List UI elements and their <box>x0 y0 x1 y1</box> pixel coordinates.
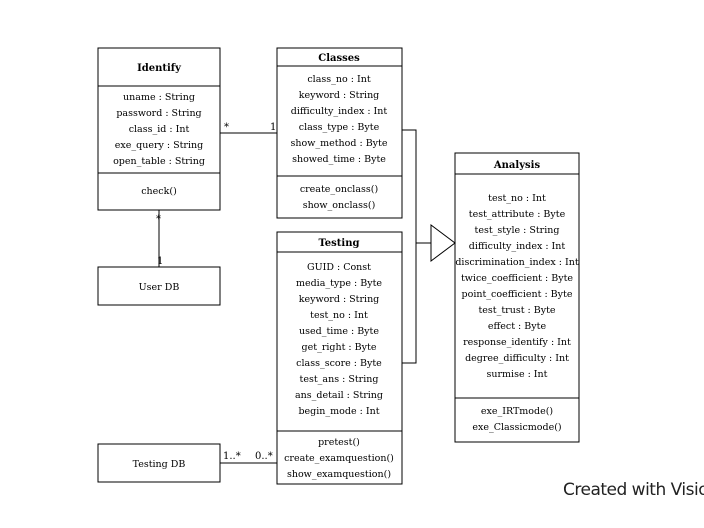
attribute: class_type : Byte <box>299 122 380 133</box>
attribute: degree_difficulty : Int <box>465 353 569 364</box>
attribute: twice_coefficient : Byte <box>461 273 573 284</box>
visio-watermark: Created with Visio <box>563 480 704 500</box>
attribute: point_coefficient : Byte <box>462 289 573 300</box>
user-db-label: User DB <box>139 282 180 293</box>
multiplicity-label: 1 <box>270 122 276 133</box>
class-identify: Identify uname : String password : Strin… <box>97 47 221 211</box>
class-identify-name: Identify <box>137 63 182 74</box>
class-testing-attributes: GUID : Const media_type : Byte keyword :… <box>295 262 383 417</box>
association-identify-userdb: * 1 <box>156 210 163 267</box>
attribute: uname : String <box>123 92 195 103</box>
attribute: keyword : String <box>299 90 380 101</box>
attribute: GUID : Const <box>307 262 371 273</box>
class-testing-name: Testing <box>319 238 360 249</box>
method: create_onclass() <box>300 184 378 195</box>
attribute: media_type : Byte <box>296 278 382 289</box>
attribute: test_ans : String <box>300 374 379 385</box>
attribute: showed_time : Byte <box>292 154 386 165</box>
method: show_examquestion() <box>287 469 391 480</box>
testing-db-box <box>97 443 221 483</box>
multiplicity-label: 1..* <box>223 451 241 462</box>
attribute: surmise : Int <box>486 369 547 380</box>
attribute: class_no : Int <box>307 74 370 85</box>
class-analysis-name: Analysis <box>493 160 541 171</box>
attribute: used_time : Byte <box>299 326 379 337</box>
multiplicity-label: 0..* <box>255 451 273 462</box>
attribute: test_style : String <box>475 225 560 236</box>
user-db: User DB <box>97 266 221 306</box>
multiplicity-label: 1 <box>157 256 163 267</box>
association-identify-classes: * 1 <box>220 122 277 134</box>
testing-db: Testing DB <box>97 443 221 483</box>
class-testing-box <box>276 231 403 485</box>
generalization-to-analysis <box>402 129 456 364</box>
attribute: password : String <box>116 108 201 119</box>
attribute: test_no : Int <box>310 310 368 321</box>
user-db-box <box>97 266 221 306</box>
attribute: test_trust : Byte <box>478 305 555 316</box>
method: exe_IRTmode() <box>481 406 553 417</box>
method: check() <box>141 186 177 197</box>
attribute: difficulty_index : Int <box>291 106 388 117</box>
generalization-connector <box>402 129 417 364</box>
attribute: test_attribute : Byte <box>469 209 566 220</box>
attribute: keyword : String <box>299 294 380 305</box>
attribute: class_id : Int <box>129 124 190 135</box>
attribute: class_score : Byte <box>296 358 382 369</box>
class-testing: Testing GUID : Const media_type : Byte k… <box>276 231 403 485</box>
class-analysis: Analysis test_no : Int test_attribute : … <box>454 152 580 443</box>
multiplicity-label: * <box>224 122 229 133</box>
attribute: exe_query : String <box>115 140 203 151</box>
attribute: ans_detail : String <box>295 390 383 401</box>
method: exe_Classicmode() <box>472 422 561 433</box>
association-testingdb-testing: 1..* 0..* <box>220 451 277 464</box>
method: pretest() <box>318 437 360 448</box>
attribute: test_no : Int <box>488 193 546 204</box>
testing-db-label: Testing DB <box>133 459 186 470</box>
generalization-arrowhead-icon <box>430 224 456 262</box>
attribute: discrimination_index : Int <box>455 257 578 268</box>
method: create_examquestion() <box>284 453 394 464</box>
attribute: open_table : String <box>113 156 205 167</box>
class-classes-attributes: class_no : Int keyword : String difficul… <box>291 74 388 165</box>
attribute: get_right : Byte <box>302 342 377 353</box>
class-analysis-attributes: test_no : Int test_attribute : Byte test… <box>455 193 578 380</box>
class-classes: Classes class_no : Int keyword : String … <box>276 47 403 219</box>
attribute: begin_mode : Int <box>298 406 379 417</box>
class-analysis-box <box>454 152 580 443</box>
multiplicity-label: * <box>156 214 161 225</box>
class-identify-box <box>97 47 221 211</box>
class-classes-name: Classes <box>318 53 360 64</box>
class-identify-attributes: uname : String password : String class_i… <box>113 92 205 167</box>
method: show_onclass() <box>303 200 376 211</box>
attribute: show_method : Byte <box>291 138 388 149</box>
attribute: difficulty_index : Int <box>469 241 566 252</box>
attribute: response_identify : Int <box>463 337 571 348</box>
attribute: effect : Byte <box>488 321 547 332</box>
